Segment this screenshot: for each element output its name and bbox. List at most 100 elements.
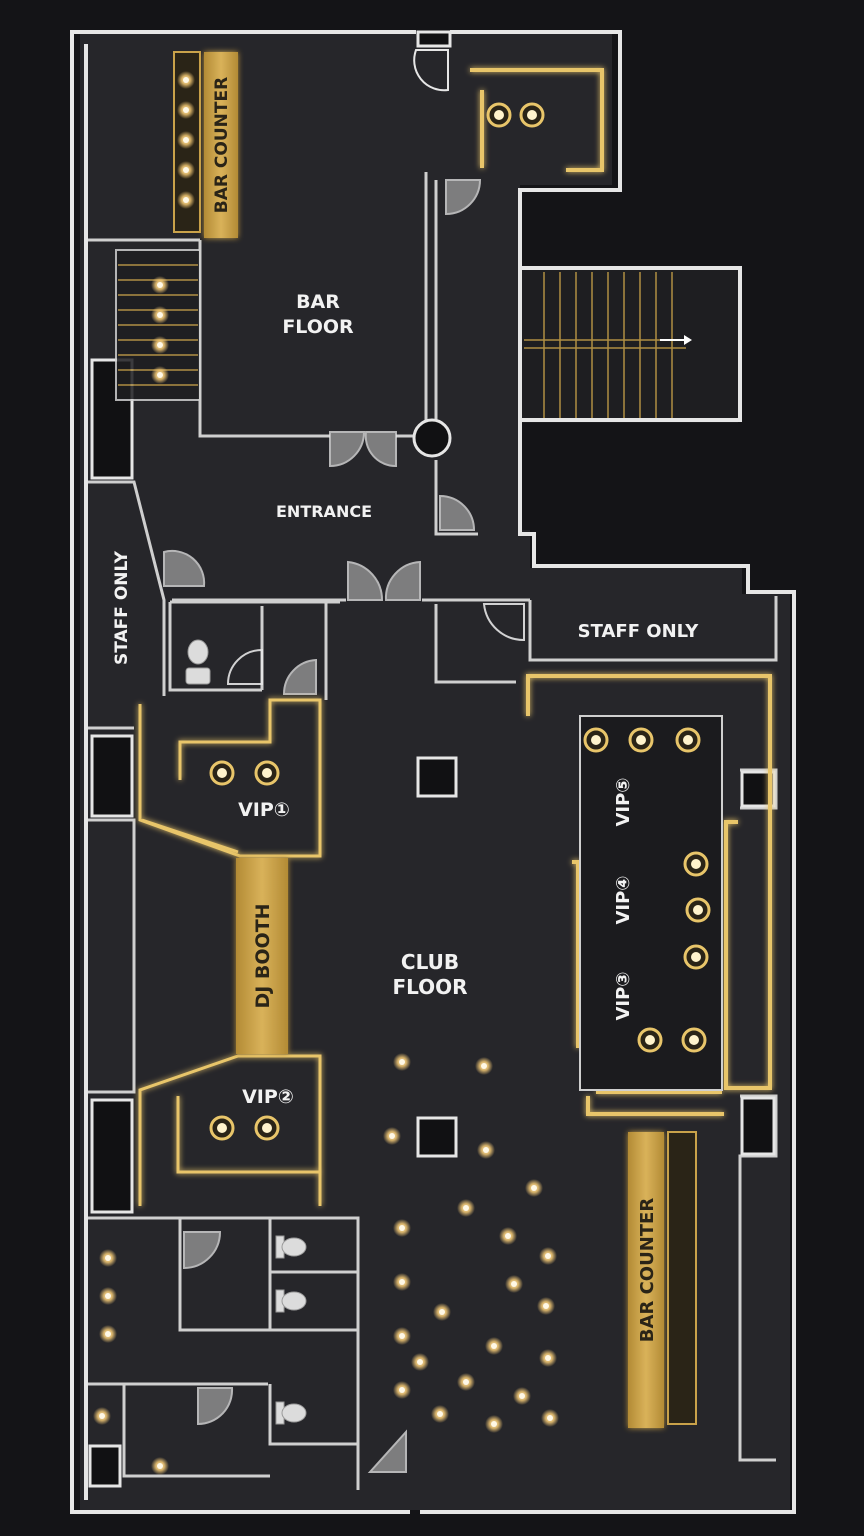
door-staff-left[interactable] xyxy=(163,549,206,587)
ceiling-light-core xyxy=(463,1205,469,1211)
interior-walls xyxy=(88,172,778,1490)
vip-right-sofa xyxy=(526,674,772,1116)
table-light-core xyxy=(217,1123,227,1133)
ceiling-light-core xyxy=(491,1343,497,1349)
label-club-floor-1: CLUB xyxy=(401,950,459,974)
door-corridor[interactable] xyxy=(439,494,476,531)
door-bar-side[interactable] xyxy=(445,179,482,216)
lamps xyxy=(93,71,711,1475)
door-bottom-left[interactable] xyxy=(197,1387,234,1426)
door-club-left-leaf[interactable] xyxy=(347,560,384,601)
ceiling-light-core xyxy=(105,1255,111,1261)
table-light-core xyxy=(217,768,227,778)
table-light-core xyxy=(591,735,601,745)
ceiling-light-core xyxy=(183,197,189,203)
door-staff-right[interactable] xyxy=(482,603,525,642)
toilet-icon xyxy=(185,639,211,685)
table-light-core xyxy=(645,1035,655,1045)
ceiling-light-core xyxy=(545,1355,551,1361)
round-column xyxy=(412,418,452,458)
ceiling-light-core xyxy=(505,1233,511,1239)
door-restroom[interactable] xyxy=(282,658,317,695)
label-bar-counter-top: BAR COUNTER xyxy=(212,77,232,213)
table-light-core xyxy=(691,859,701,869)
vip-booth-top-right xyxy=(470,68,604,172)
bottom-left-closet xyxy=(122,1384,270,1478)
ceiling-light-core xyxy=(439,1309,445,1315)
doors[interactable] xyxy=(163,49,525,1473)
toilet-icons xyxy=(185,639,307,1425)
corridor-wall xyxy=(434,460,478,536)
outer-wall-left-top xyxy=(70,30,416,1514)
door-entrance-left-leaf[interactable] xyxy=(329,431,366,468)
door-top-entry[interactable] xyxy=(413,49,449,92)
ceiling-light-core xyxy=(389,1133,395,1139)
door-lower-left[interactable] xyxy=(183,1231,222,1270)
outer-wall-top-right xyxy=(450,30,742,422)
door-bottom-exit[interactable] xyxy=(367,1429,407,1473)
ceiling-light-core xyxy=(183,107,189,113)
ceiling-light-core xyxy=(511,1281,517,1287)
ceiling-light-core xyxy=(399,1333,405,1339)
ceiling-light-core xyxy=(157,342,163,348)
column-bottom-1 xyxy=(88,1444,122,1488)
ceiling-light-core xyxy=(157,282,163,288)
ceiling-light-core xyxy=(183,77,189,83)
ceiling-light-core xyxy=(183,137,189,143)
toilet-icon xyxy=(275,1235,307,1259)
restroom-stall-3 xyxy=(268,1384,358,1446)
door-restroom-2[interactable] xyxy=(226,648,263,685)
ceiling-light-core xyxy=(399,1279,405,1285)
vip2-sofa xyxy=(138,1054,322,1206)
ceiling-light-core xyxy=(437,1411,443,1417)
exterior-walls xyxy=(70,30,796,1514)
ceiling-light-core xyxy=(543,1303,549,1309)
lower-left-wall xyxy=(88,1216,360,1490)
vip1-sofa xyxy=(138,698,322,858)
column-right-2 xyxy=(740,1096,776,1156)
column-left-2 xyxy=(90,734,134,818)
staff-left-wall xyxy=(88,480,166,696)
lower-left-room xyxy=(178,1218,270,1332)
label-vip4: VIP④ xyxy=(613,875,634,924)
ceiling-light-core xyxy=(105,1293,111,1299)
table-light-core xyxy=(494,110,504,120)
ceiling-light-core xyxy=(399,1059,405,1065)
stair-arrow-icon xyxy=(660,335,692,345)
table-light-core xyxy=(262,1123,272,1133)
ceiling-light-core xyxy=(157,312,163,318)
label-dj-booth: DJ BOOTH xyxy=(252,903,274,1008)
ceiling-light-core xyxy=(183,167,189,173)
label-bar-floor-2: FLOOR xyxy=(282,316,354,338)
door-entrance-right-leaf[interactable] xyxy=(364,431,397,468)
column-1 xyxy=(416,756,458,798)
ceiling-light-core xyxy=(105,1331,111,1337)
toilet-icon xyxy=(275,1401,307,1425)
door-club-right-leaf[interactable] xyxy=(384,560,421,601)
stairs-right xyxy=(524,272,686,418)
table-light-core xyxy=(636,735,646,745)
ceiling-light-core xyxy=(547,1415,553,1421)
label-entrance: ENTRANCE xyxy=(276,502,372,521)
table-light-core xyxy=(683,735,693,745)
dj-booth-fixture xyxy=(236,858,288,1054)
right-column-walls-2 xyxy=(738,1094,778,1462)
ceiling-light-core xyxy=(399,1387,405,1393)
table-light-core xyxy=(693,905,703,915)
ceiling-light-core xyxy=(399,1225,405,1231)
label-vip1: VIP① xyxy=(238,799,290,821)
ceiling-light-core xyxy=(99,1413,105,1419)
ceiling-light-core xyxy=(417,1359,423,1365)
outer-wall-right xyxy=(420,420,796,1514)
left-column-walls xyxy=(88,818,136,1094)
label-bar-floor-1: BAR xyxy=(296,291,340,313)
ceiling-light-core xyxy=(157,1463,163,1469)
right-column-walls xyxy=(740,768,778,810)
ceiling-light-core xyxy=(481,1063,487,1069)
label-vip3: VIP③ xyxy=(613,971,634,1020)
ceiling-light-core xyxy=(519,1393,525,1399)
columns xyxy=(88,30,776,1488)
toilet-icon xyxy=(275,1289,307,1313)
ceiling-light-core xyxy=(531,1185,537,1191)
